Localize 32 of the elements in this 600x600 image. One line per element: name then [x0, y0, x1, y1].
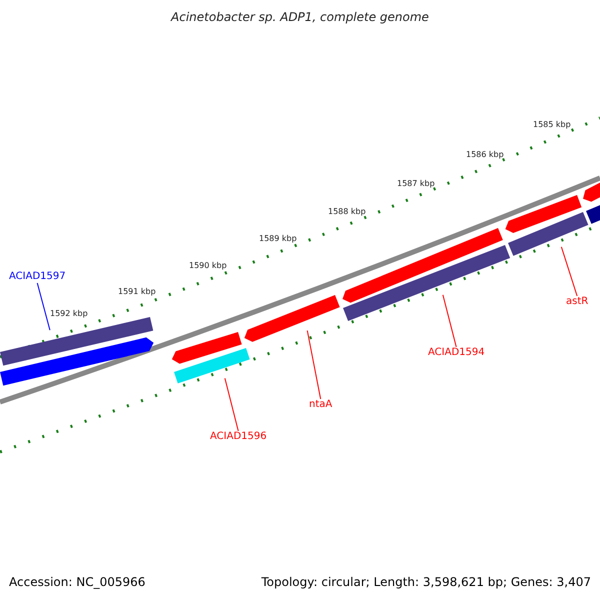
gene-feature [174, 348, 250, 384]
gene-feature [0, 317, 154, 366]
gene-feature [508, 212, 588, 256]
gene-label: ACIAD1594 [428, 347, 485, 359]
footer-text: Accession: NC_005966 [9, 575, 146, 590]
scale-label: 1586 kbp [466, 150, 504, 160]
scale-label: 1588 kbp [328, 207, 366, 217]
gene-label: ACIAD1596 [210, 431, 267, 443]
leader-line [306, 330, 322, 400]
scale-label: 1589 kbp [259, 234, 297, 244]
leader-line [36, 282, 50, 331]
gene-label: ntaA [309, 399, 332, 411]
gene-feature [505, 195, 582, 233]
gene-feature [586, 203, 600, 224]
gene-label: ACIAD1597 [9, 271, 66, 283]
scale-label: 1585 kbp [533, 120, 571, 130]
gene-feature [342, 228, 503, 303]
footer-text: Topology: circular; Length: 3,598,621 bp; Genes: 3,407 [261, 575, 591, 590]
gene-feature [244, 295, 340, 342]
scale-label: 1587 kbp [397, 179, 435, 189]
scale-label: 1590 kbp [189, 261, 227, 271]
gene-label: astR [566, 296, 588, 308]
leader-line [560, 246, 578, 296]
leader-line [224, 378, 239, 432]
scale-label: 1591 kbp [118, 287, 156, 297]
gene-feature [583, 180, 600, 202]
scale-label: 1592 kbp [50, 309, 88, 319]
title: Acinetobacter sp. ADP1, complete genome [170, 10, 430, 24]
gene-feature [0, 337, 154, 386]
leader-line [442, 294, 457, 348]
gene-feature [343, 245, 510, 321]
gene-feature [172, 332, 242, 364]
